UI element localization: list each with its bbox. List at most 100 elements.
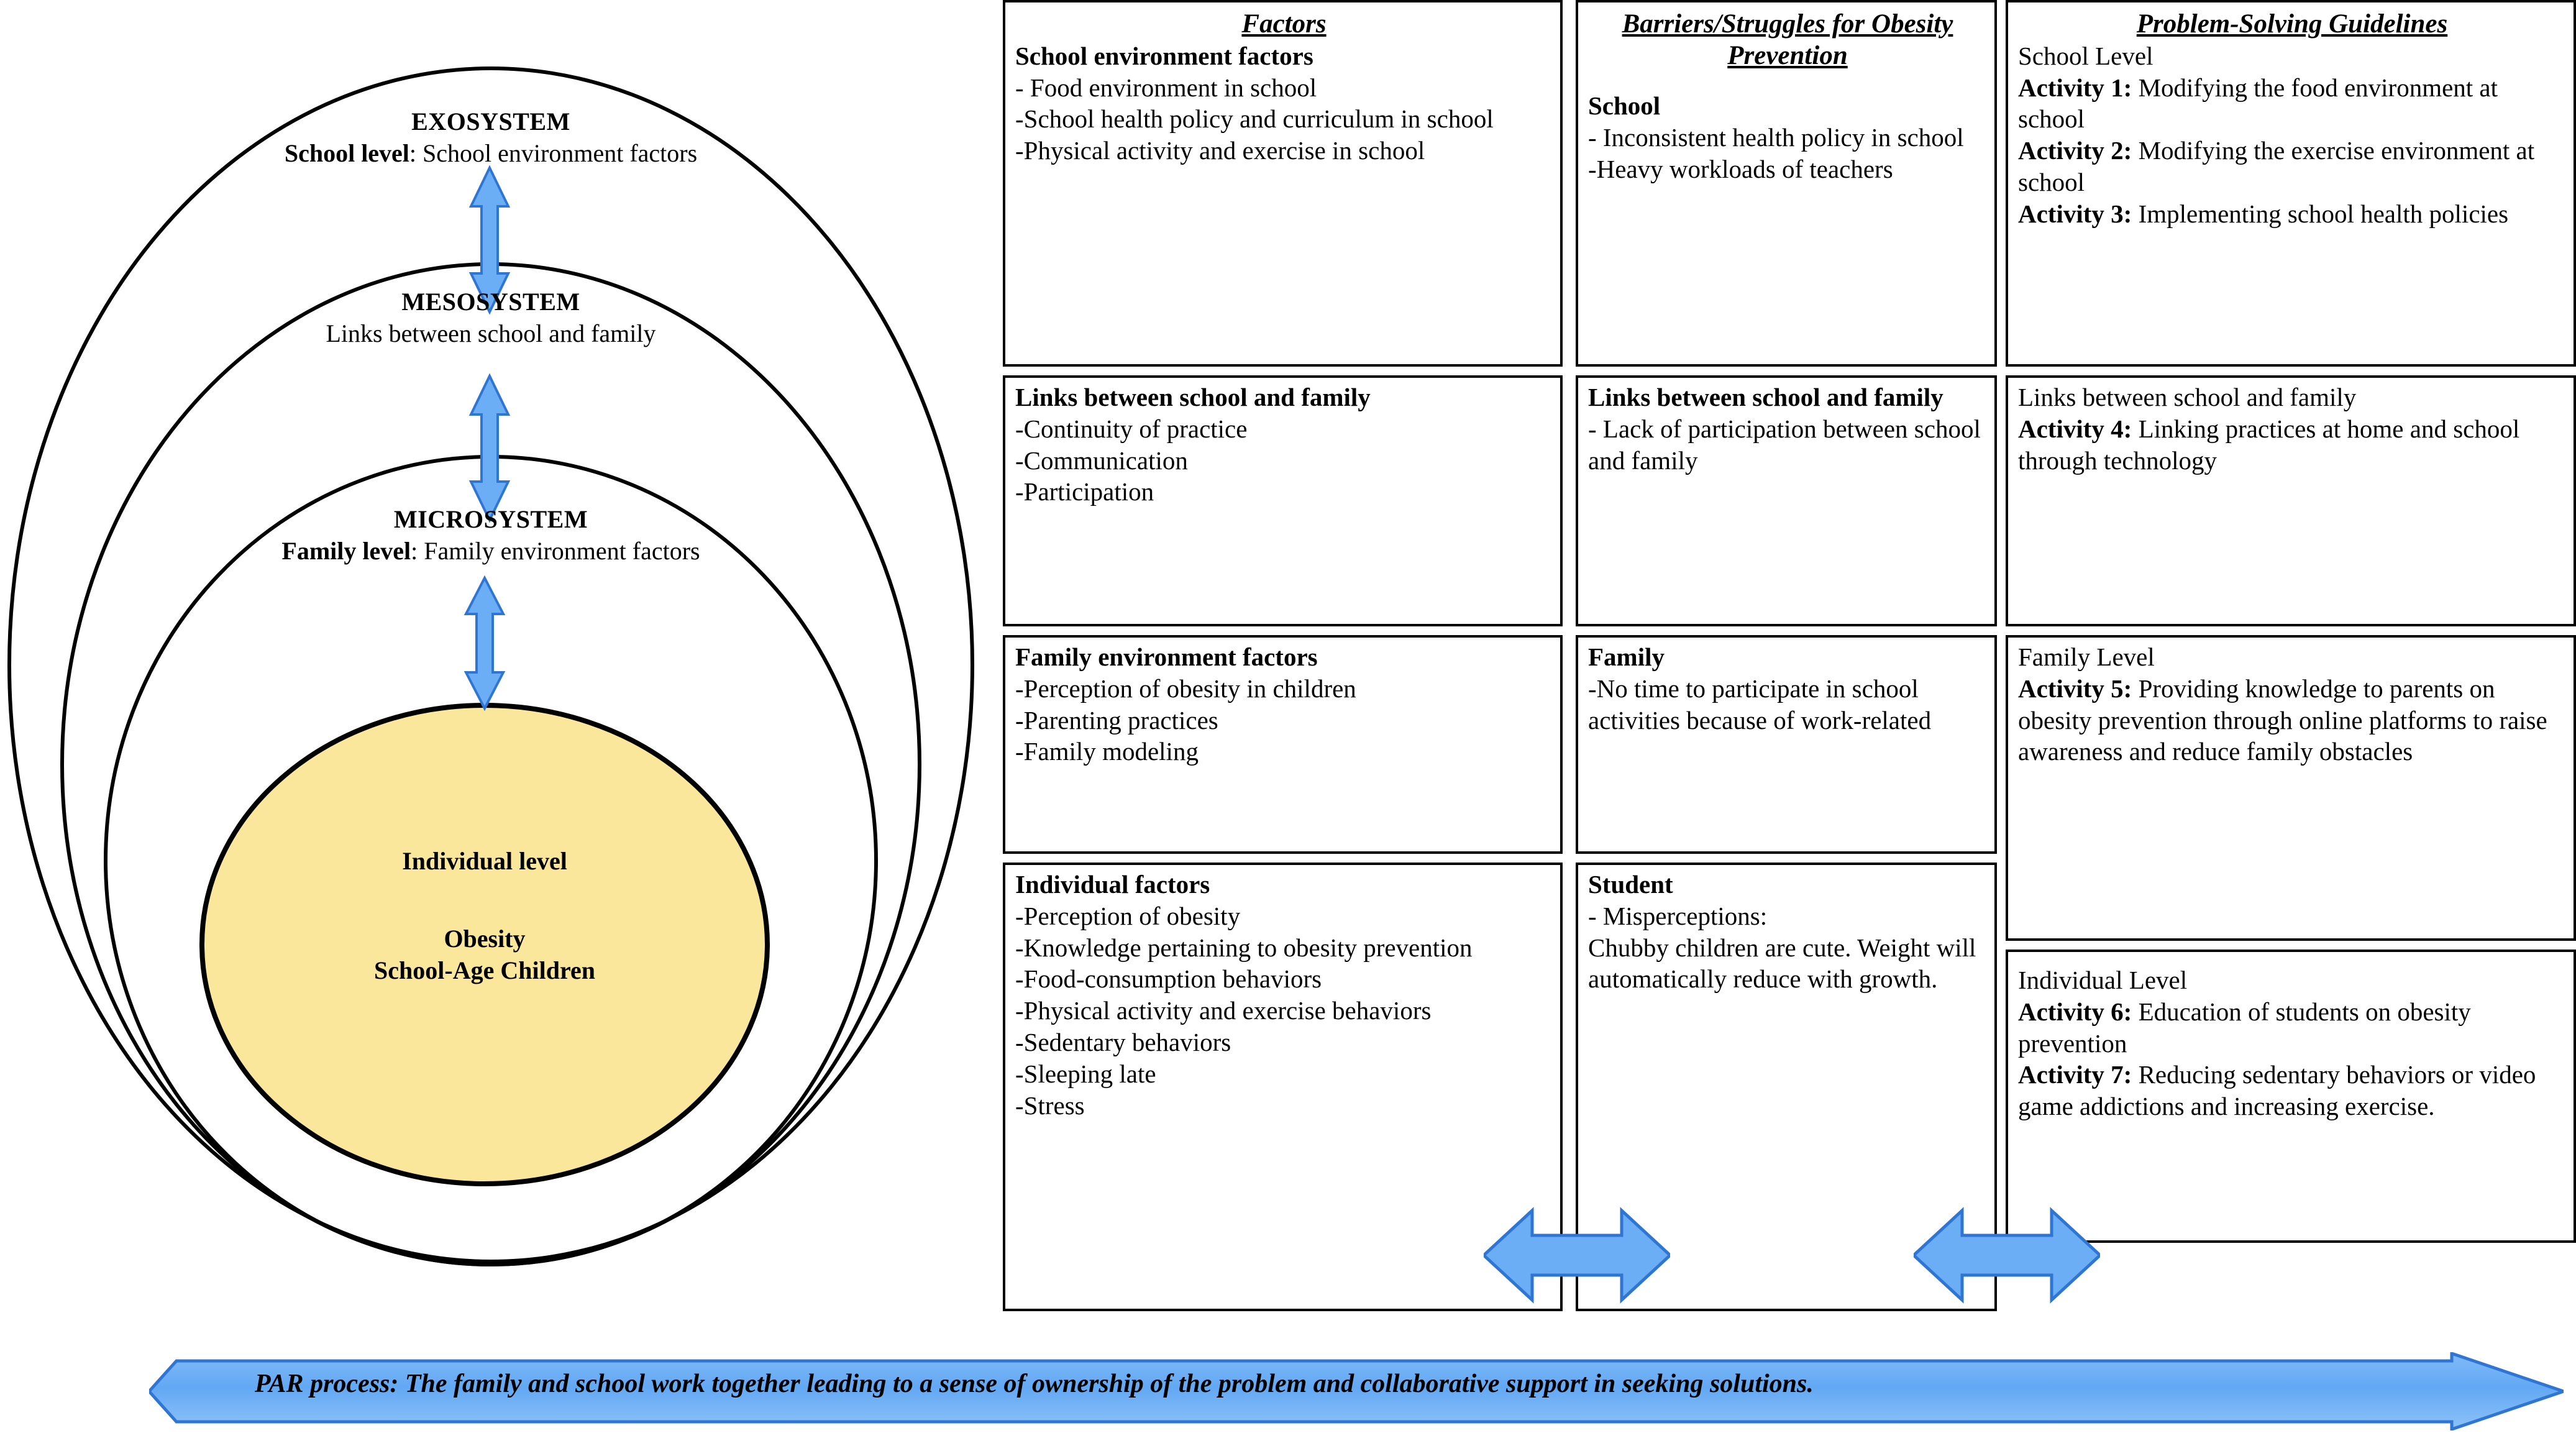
- cell-title: Links between school and family: [1588, 383, 1943, 411]
- individual-level-line3: School-Age Children: [374, 956, 595, 985]
- individual-level-line2: Obesity: [444, 925, 526, 953]
- cell-line: - Inconsistent health policy in school: [1588, 123, 1964, 152]
- microsystem-title: MICROSYSTEM: [393, 505, 588, 533]
- cell-line: -Participation: [1015, 477, 1154, 506]
- activity-text: Reducing sedentary behaviors or video ga…: [2018, 1060, 2536, 1121]
- microsystem-label: MICROSYSTEM Family level: Family environ…: [99, 503, 882, 567]
- cell-line: Chubby children are cute. Weight will au…: [1588, 933, 1976, 994]
- cell-line: -Family modeling: [1015, 737, 1199, 766]
- cell-line: -Sleeping late: [1015, 1059, 1156, 1088]
- factors-barriers-guidelines-grid: Factors School environment factors - Foo…: [1003, 0, 2576, 1311]
- barriers-cell-school: Barriers/Struggles for Obesity Preventio…: [1576, 0, 1997, 367]
- cell-line: -Physical activity and exercise in schoo…: [1015, 136, 1425, 165]
- connector-arrow-micro-individual: [464, 575, 506, 712]
- mesosystem-subtitle: Links between school and family: [124, 318, 857, 349]
- guidelines-cell-links: Links between school and family Activity…: [2006, 375, 2576, 626]
- cell-title: School Level: [2018, 41, 2154, 70]
- exosystem-sub-rest: : School environment factors: [409, 139, 698, 168]
- cell-line: Activity 2: Modifying the exercise envir…: [2018, 135, 2566, 198]
- activity-label: Activity 6:: [2018, 997, 2132, 1026]
- cell-title: Family environment factors: [1015, 643, 1318, 671]
- cell-line: -Knowledge pertaining to obesity prevent…: [1015, 933, 1473, 962]
- cell-line: -Communication: [1015, 446, 1188, 475]
- exosystem-subtitle: School level: School environment factors: [81, 137, 901, 169]
- column-barriers: Barriers/Struggles for Obesity Preventio…: [1576, 0, 1997, 1311]
- factors-cell-individual: Individual factors -Perception of obesit…: [1003, 863, 1563, 1311]
- cell-line: -Heavy workloads of teachers: [1588, 155, 1893, 184]
- individual-level-label-top: Individual level: [205, 845, 764, 877]
- mesosystem-title: MESOSYSTEM: [401, 288, 580, 316]
- connector-arrow-exo-meso: [468, 165, 511, 315]
- activity-label: Activity 3:: [2018, 199, 2132, 228]
- cell-line: Activity 1: Modifying the food environme…: [2018, 72, 2566, 135]
- activity-text: Implementing school health policies: [2132, 199, 2509, 228]
- activity-label: Activity 1:: [2018, 73, 2132, 102]
- cell-line: -No time to participate in school activi…: [1588, 674, 1932, 735]
- activity-text: Providing knowledge to parents on obesit…: [2018, 674, 2547, 766]
- cell-title: Family Level: [2018, 643, 2155, 671]
- cell-line: -Food-consumption behaviors: [1015, 964, 1322, 994]
- exosystem-sub-bold: School level: [284, 139, 409, 168]
- cell-line: Activity 6: Education of students on obe…: [2018, 996, 2566, 1060]
- guidelines-cell-family-level: Family Level Activity 5: Providing knowl…: [2006, 635, 2576, 941]
- cell-line: - Food environment in school: [1015, 73, 1317, 102]
- cell-title: Individual Level: [2018, 966, 2188, 994]
- column-header-factors: Factors: [1241, 9, 1327, 39]
- barriers-cell-student: Student - Misperceptions: Chubby childre…: [1576, 863, 1997, 1311]
- mesosystem-label: MESOSYSTEM Links between school and fami…: [124, 286, 857, 349]
- cell-line: - Misperceptions:: [1588, 901, 1768, 930]
- cell-title: Links between school and family: [2018, 383, 2357, 411]
- cell-title: Links between school and family: [1015, 383, 1371, 411]
- microsystem-sub-rest: : Family environment factors: [411, 537, 700, 565]
- guidelines-cell-school-level: Problem-Solving Guidelines School Level …: [2006, 0, 2576, 367]
- cell-line: -Continuity of practice: [1015, 414, 1248, 443]
- microsystem-subtitle: Family level: Family environment factors: [99, 535, 882, 567]
- par-process-banner: PAR process: The family and school work …: [147, 1351, 2569, 1432]
- cell-line: Activity 7: Reducing sedentary behaviors…: [2018, 1059, 2566, 1122]
- cell-title-wrap: School Level: [2018, 40, 2566, 72]
- cell-line: -Physical activity and exercise behavior…: [1015, 996, 1432, 1025]
- activity-label: Activity 7:: [2018, 1060, 2132, 1089]
- activity-label: Activity 4:: [2018, 414, 2132, 443]
- cell-title: School: [1588, 91, 1661, 121]
- activity-text: Linking practices at home and school thr…: [2018, 414, 2520, 475]
- cell-line: Activity 3: Implementing school health p…: [2018, 198, 2566, 230]
- mesosystem-sub-rest: Links between school and family: [326, 319, 656, 348]
- factors-cell-family: Family environment factors -Perception o…: [1003, 635, 1563, 854]
- cell-line: -School health policy and curriculum in …: [1015, 104, 1494, 134]
- cell-line: Activity 4: Linking practices at home an…: [2018, 413, 2566, 477]
- factors-cell-links: Links between school and family -Continu…: [1003, 375, 1563, 626]
- individual-level-label-bottom: Obesity School-Age Children: [205, 923, 764, 986]
- cell-title-wrap: Individual Level: [2018, 964, 2566, 996]
- activity-text: Education of students on obesity prevent…: [2018, 997, 2471, 1058]
- ecological-systems-diagram: EXOSYSTEM School level: School environme…: [0, 37, 994, 1305]
- activity-text: Modifying the food environment at school: [2018, 73, 2498, 134]
- barriers-cell-family: Family -No time to participate in school…: [1576, 635, 1997, 854]
- exosystem-title: EXOSYSTEM: [411, 108, 570, 135]
- guidelines-cell-individual-level: Individual Level Activity 6: Education o…: [2006, 950, 2576, 1243]
- cell-title-wrap: Family Level: [2018, 641, 2566, 673]
- cell-line: -Perception of obesity: [1015, 901, 1241, 930]
- nested-ellipses-svg: [7, 66, 974, 1266]
- column-guidelines: Problem-Solving Guidelines School Level …: [2006, 0, 2576, 1311]
- cell-title: Family: [1588, 643, 1665, 671]
- column-header-guidelines: Problem-Solving Guidelines: [2136, 9, 2448, 39]
- activity-label: Activity 5:: [2018, 674, 2132, 703]
- arrow-barriers-to-guidelines: [1914, 1207, 2100, 1304]
- cell-title-wrap: Links between school and family: [2018, 382, 2566, 413]
- barriers-cell-links: Links between school and family - Lack o…: [1576, 375, 1997, 626]
- cell-line: - Lack of participation between school a…: [1588, 414, 1981, 475]
- cell-line: -Parenting practices: [1015, 705, 1218, 735]
- microsystem-sub-bold: Family level: [281, 537, 411, 565]
- column-header-barriers: Barriers/Struggles for Obesity Preventio…: [1622, 9, 1953, 70]
- exosystem-ellipse: [7, 66, 974, 1263]
- column-factors: Factors School environment factors - Foo…: [1003, 0, 1563, 1311]
- cell-line: -Sedentary behaviors: [1015, 1028, 1231, 1057]
- activity-label: Activity 2:: [2018, 136, 2132, 165]
- connector-arrow-meso-micro: [468, 373, 511, 523]
- cell-title: Individual factors: [1015, 870, 1210, 899]
- exosystem-label: EXOSYSTEM School level: School environme…: [81, 106, 901, 169]
- activity-text: Modifying the exercise environment at sc…: [2018, 136, 2535, 197]
- cell-title: Student: [1588, 870, 1673, 899]
- cell-line: -Perception of obesity in children: [1015, 674, 1356, 703]
